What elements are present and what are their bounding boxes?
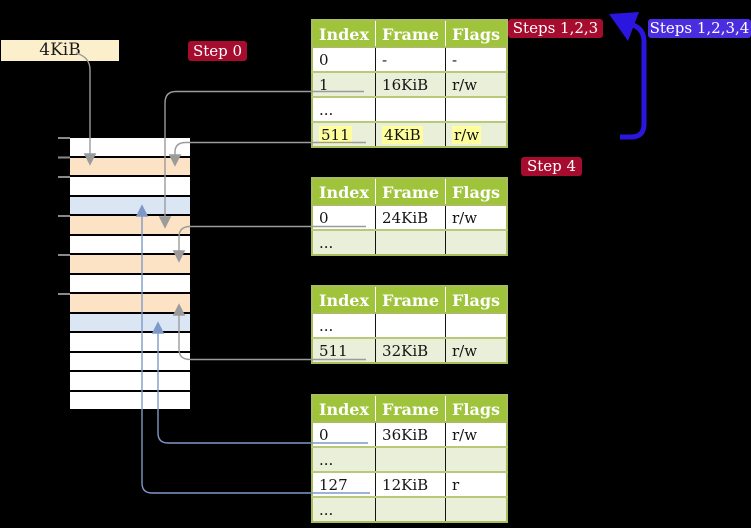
step0-badge: Step 0 bbox=[188, 41, 247, 61]
memory-frame-row bbox=[70, 216, 190, 234]
highlighted-value: r/w bbox=[452, 125, 482, 144]
table-cell bbox=[375, 497, 447, 522]
table-row: ... bbox=[312, 97, 508, 123]
table-cell: 16KiB bbox=[375, 72, 447, 98]
column-header: Index bbox=[312, 20, 377, 48]
table-cell: 12KiB bbox=[375, 472, 447, 498]
big-loop-arrow-icon bbox=[609, 12, 647, 140]
column-header: Frame bbox=[375, 395, 447, 423]
column-header: Flags bbox=[445, 395, 508, 423]
memory-frame-row bbox=[70, 235, 190, 253]
column-header: Frame bbox=[375, 286, 447, 314]
table-cell: 127 bbox=[312, 472, 377, 498]
table-row: ... bbox=[312, 313, 508, 339]
highlighted-value: 4KiB bbox=[382, 125, 423, 144]
table-cell bbox=[445, 97, 508, 123]
table-cell: r/w bbox=[445, 422, 508, 448]
table-cell: ... bbox=[312, 230, 377, 255]
column-header: Index bbox=[312, 395, 377, 423]
table-row: ... bbox=[312, 230, 508, 255]
table-cell: - bbox=[445, 47, 508, 73]
memory-frame-row bbox=[70, 313, 190, 331]
column-header: Frame bbox=[375, 20, 447, 48]
memory-column bbox=[70, 138, 190, 411]
steps-123-badge: Steps 1,2,3 bbox=[508, 19, 603, 38]
table-cell: ... bbox=[312, 497, 377, 522]
step4-badge: Step 4 bbox=[521, 157, 582, 176]
table-cell: r/w bbox=[445, 205, 508, 231]
table-cell: - bbox=[375, 47, 447, 73]
table-cell bbox=[375, 97, 447, 123]
table-row: 0-- bbox=[312, 47, 508, 73]
table-cell: r/w bbox=[445, 72, 508, 98]
memory-frame-row bbox=[70, 333, 190, 351]
column-header: Flags bbox=[445, 178, 508, 206]
table-cell bbox=[445, 447, 508, 473]
column-header: Index bbox=[312, 286, 377, 314]
table-cell: 0 bbox=[312, 422, 377, 448]
table-cell: 4KiB bbox=[375, 122, 447, 147]
table-cell: r/w bbox=[445, 122, 508, 147]
memory-frame-row bbox=[70, 138, 190, 156]
table-cell bbox=[375, 230, 447, 255]
memory-frame-row bbox=[70, 196, 190, 214]
memory-tick-marks bbox=[58, 137, 70, 295]
table-cell bbox=[445, 497, 508, 522]
table-cell: 0 bbox=[312, 205, 377, 231]
table-cell: 1 bbox=[312, 72, 377, 98]
column-header: Index bbox=[312, 178, 377, 206]
table-cell: ... bbox=[312, 447, 377, 473]
table-cell: r/w bbox=[445, 338, 508, 363]
memory-frame-row bbox=[70, 352, 190, 370]
table-cell: 24KiB bbox=[375, 205, 447, 231]
table-cell: r bbox=[445, 472, 508, 498]
steps-1234-badge: Steps 1,2,3,4 bbox=[648, 19, 751, 38]
table-cell bbox=[445, 313, 508, 339]
table-cell: ... bbox=[312, 97, 377, 123]
column-header: Flags bbox=[445, 286, 508, 314]
memory-frame-row bbox=[70, 177, 190, 195]
table-cell: 511 bbox=[312, 338, 377, 363]
memory-frame-row bbox=[70, 255, 190, 273]
table-row: ... bbox=[312, 497, 508, 522]
memory-frame-row bbox=[70, 391, 190, 409]
memory-frame-row bbox=[70, 372, 190, 390]
table-cell: 511 bbox=[312, 122, 377, 147]
memory-frame-row bbox=[70, 157, 190, 175]
column-header: Flags bbox=[445, 20, 508, 48]
highlighted-value: 511 bbox=[319, 125, 352, 144]
table-row: 511 4KiB r/w bbox=[312, 122, 508, 147]
table-cell: 32KiB bbox=[375, 338, 447, 363]
table-cell bbox=[375, 313, 447, 339]
table-row: ... bbox=[312, 447, 508, 473]
table-cell: 36KiB bbox=[375, 422, 447, 448]
table-cell: 0 bbox=[312, 47, 377, 73]
column-header: Frame bbox=[375, 178, 447, 206]
table-cell bbox=[375, 447, 447, 473]
frame-size-label: 4KiB bbox=[1, 40, 119, 61]
memory-frame-row bbox=[70, 294, 190, 312]
table-cell bbox=[445, 230, 508, 255]
memory-frame-row bbox=[70, 274, 190, 292]
table-cell: ... bbox=[312, 313, 377, 339]
